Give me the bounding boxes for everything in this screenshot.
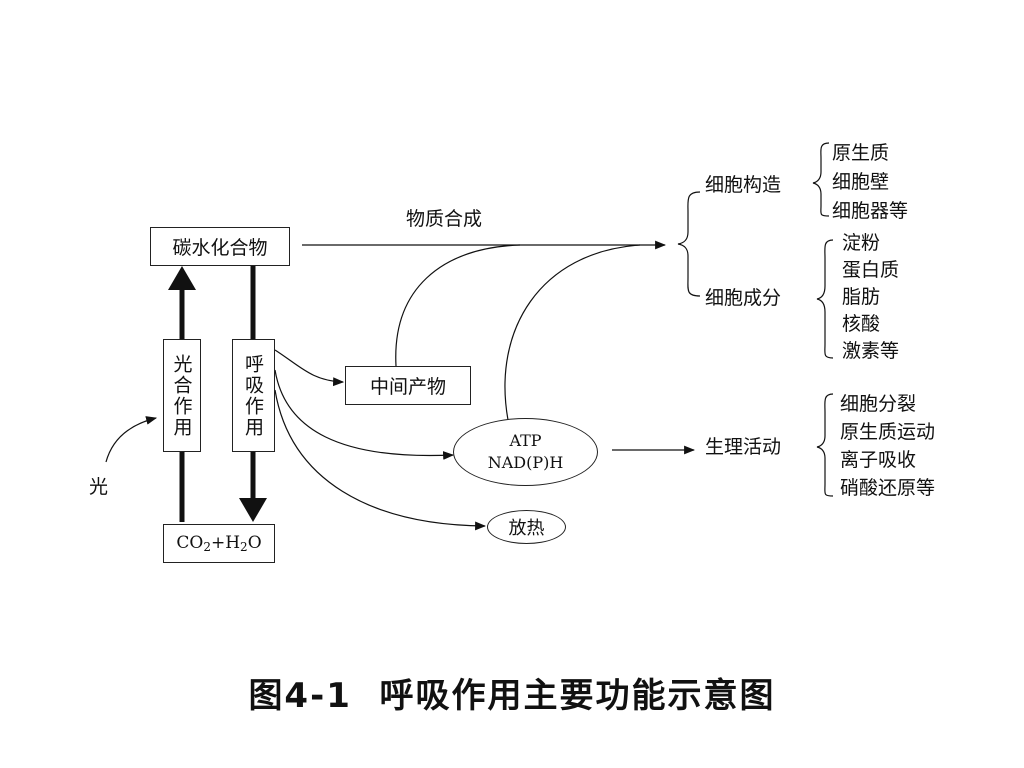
- cell-components-label: 细胞成分: [705, 287, 782, 309]
- list-item: 细胞分裂: [840, 393, 917, 415]
- cell-components-list: 淀粉 蛋白质 脂肪 核酸 激素等: [842, 230, 899, 365]
- atp-to-synthesis: [504, 244, 641, 421]
- figure-caption: 图4-1 呼吸作用主要功能示意图: [248, 676, 776, 716]
- co2-h2o-box: CO2+H2O: [163, 524, 275, 563]
- atp-ellipse: ATP NAD(P)H: [453, 418, 598, 486]
- brace-cell-structure: [812, 142, 830, 217]
- list-item: 细胞壁: [832, 171, 890, 193]
- list-item: 激素等: [842, 340, 900, 362]
- heat-ellipse: 放热: [487, 510, 566, 544]
- light-label: 光: [89, 476, 109, 498]
- brace-physiological: [816, 393, 834, 497]
- list-item: 脂肪: [842, 286, 881, 308]
- list-item: 核酸: [842, 313, 881, 335]
- respiration-arrowhead: [239, 498, 267, 522]
- intermediate-label: 中间产物: [369, 376, 446, 398]
- photosynthesis-box: 光合作用: [163, 339, 201, 452]
- cell-structure-label: 细胞构造: [705, 174, 782, 196]
- carbohydrate-label: 碳水化合物: [172, 237, 268, 259]
- heat-label: 放热: [508, 518, 545, 539]
- respiration-label: 呼吸作用: [242, 353, 264, 438]
- intermediate-to-synthesis: [395, 244, 521, 367]
- intermediate-box: 中间产物: [345, 366, 471, 405]
- brace-synthesis: [677, 191, 701, 297]
- respiration-box: 呼吸作用: [232, 339, 275, 452]
- co2-h2o-label: CO2+H2O: [176, 533, 262, 554]
- physiological-label: 生理活动: [705, 436, 782, 458]
- list-item: 细胞器等: [832, 200, 909, 222]
- list-item: 硝酸还原等: [840, 477, 936, 499]
- list-item: 淀粉: [842, 232, 881, 254]
- list-item: 蛋白质: [842, 259, 900, 281]
- list-item: 离子吸收: [840, 449, 917, 471]
- photosynthesis-label: 光合作用: [170, 353, 193, 438]
- photosynthesis-arrowhead: [168, 266, 196, 290]
- physiological-list: 细胞分裂 原生质运动 离子吸收 硝酸还原等: [840, 390, 935, 502]
- synthesis-label: 物质合成: [406, 208, 483, 230]
- resp-to-intermediate: [274, 349, 345, 387]
- list-item: 原生质运动: [840, 421, 936, 443]
- light-arrow: [105, 416, 158, 463]
- brace-cell-components: [816, 239, 834, 359]
- nadph-label: NAD(P)H: [487, 453, 564, 472]
- cell-structure-list: 原生质 细胞壁 细胞器等: [832, 139, 908, 226]
- list-item: 原生质: [832, 142, 890, 164]
- resp-to-heat: [274, 389, 487, 531]
- atp-label: ATP: [509, 431, 542, 450]
- carbohydrate-box: 碳水化合物: [150, 227, 290, 266]
- resp-to-atp: [274, 369, 455, 460]
